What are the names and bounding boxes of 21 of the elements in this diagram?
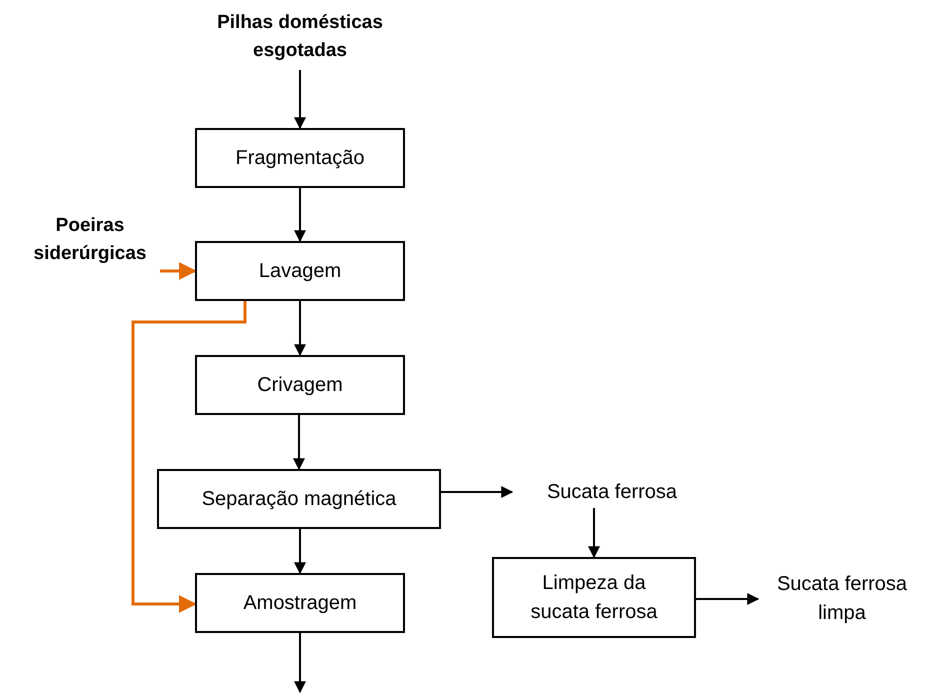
output-label: Sucata ferrosa limpa [758,566,926,632]
process-box: Limpeza da sucata ferrosa [492,557,696,638]
process-box: Fragmentação [195,128,405,188]
process-box: Separação magnética [157,469,441,529]
arrow [441,486,514,498]
arrow [294,529,306,574]
arrow [294,633,306,694]
arrow [294,70,306,130]
arrow [294,188,306,242]
process-box: Lavagem [195,241,405,301]
arrow [160,262,197,280]
arrow [294,301,306,356]
process-box: Amostragem [195,573,405,633]
arrow [696,593,760,605]
output-label: Sucata ferrosa [512,476,712,508]
process-box: Crivagem [195,355,405,415]
arrow [588,508,600,558]
arrow [293,415,305,470]
input-label: Pilhas domésticas esgotadas [185,4,415,70]
input-label: Poeiras siderúrgicas [20,206,160,274]
arrow [132,301,246,613]
